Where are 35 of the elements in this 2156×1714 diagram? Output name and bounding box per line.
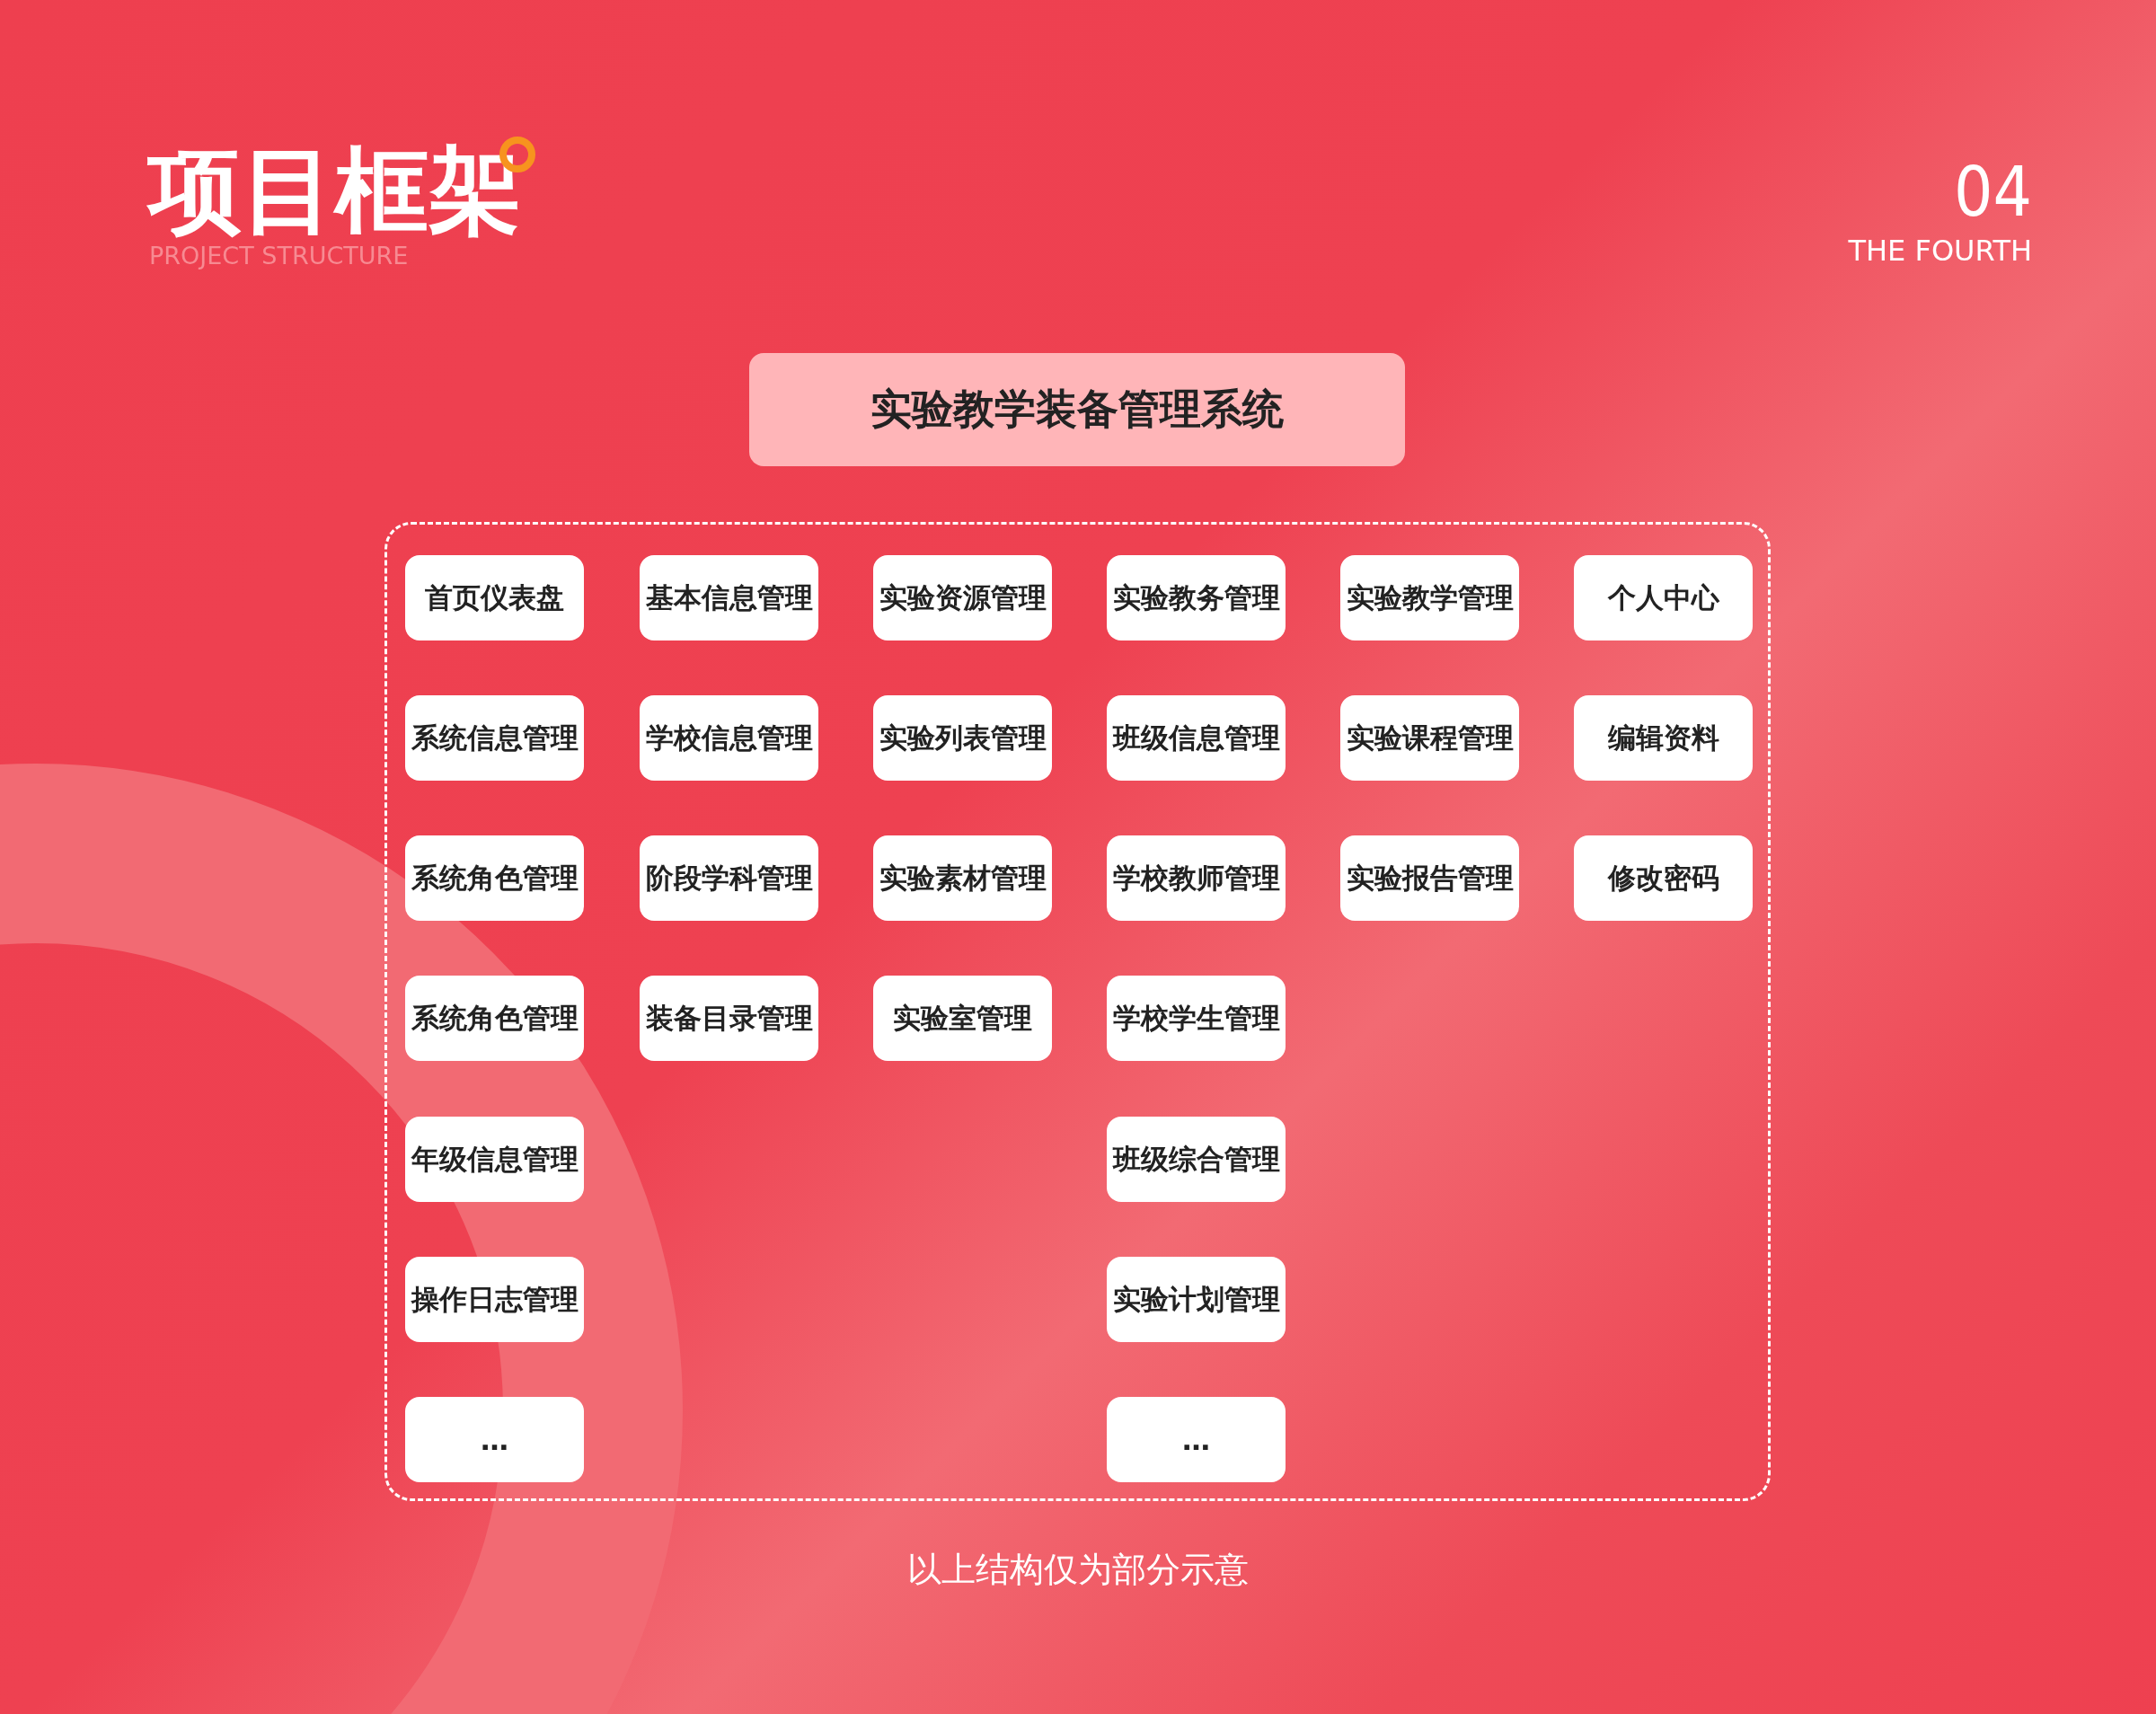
module-box: 实验报告管理 <box>1340 835 1519 921</box>
module-box: 个人中心 <box>1574 555 1753 641</box>
module-box: 系统角色管理 <box>405 835 584 921</box>
module-box: 修改密码 <box>1574 835 1753 921</box>
page-number: 04 <box>1954 155 2032 230</box>
module-box: 实验计划管理 <box>1107 1257 1286 1342</box>
system-title-box: 实验教学装备管理系统 <box>749 353 1405 466</box>
module-box: 实验列表管理 <box>873 695 1052 781</box>
page-subtitle: THE FOURTH <box>1848 235 2032 268</box>
module-box: 系统角色管理 <box>405 976 584 1061</box>
module-box: 班级综合管理 <box>1107 1117 1286 1202</box>
module-box: 阶段学科管理 <box>640 835 818 921</box>
module-box: 实验资源管理 <box>873 555 1052 641</box>
page-title: 项目框架 <box>148 144 522 237</box>
module-box: 实验教务管理 <box>1107 555 1286 641</box>
module-box: 学校学生管理 <box>1107 976 1286 1061</box>
module-box: 操作日志管理 <box>405 1257 584 1342</box>
module-box: 学校教师管理 <box>1107 835 1286 921</box>
module-box: 学校信息管理 <box>640 695 818 781</box>
dashed-group-box <box>384 522 1771 1501</box>
module-box: 基本信息管理 <box>640 555 818 641</box>
module-box: 实验课程管理 <box>1340 695 1519 781</box>
module-box: 系统信息管理 <box>405 695 584 781</box>
module-box: 编辑资料 <box>1574 695 1753 781</box>
module-box: 班级信息管理 <box>1107 695 1286 781</box>
module-box: … <box>405 1397 584 1482</box>
module-box: 年级信息管理 <box>405 1117 584 1202</box>
module-box: 实验教学管理 <box>1340 555 1519 641</box>
module-box: 实验室管理 <box>873 976 1052 1061</box>
module-box: … <box>1107 1397 1286 1482</box>
module-box: 首页仪表盘 <box>405 555 584 641</box>
module-box: 装备目录管理 <box>640 976 818 1061</box>
caption: 以上结构仅为部分示意 <box>906 1549 1250 1591</box>
subtitle: PROJECT STRUCTURE <box>149 243 409 269</box>
module-box: 实验素材管理 <box>873 835 1052 921</box>
